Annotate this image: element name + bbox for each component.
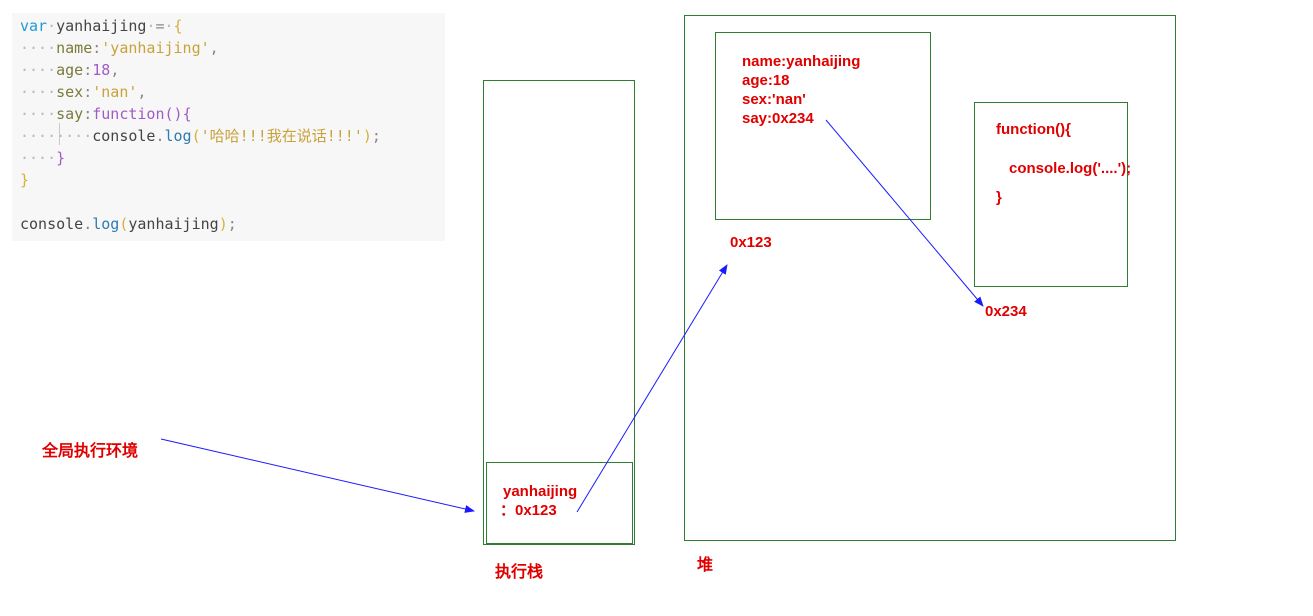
heap-box bbox=[684, 15, 1176, 541]
object-say-line: say:0x234 bbox=[742, 110, 814, 127]
execution-stack-box bbox=[483, 80, 635, 545]
object-age-line: age:18 bbox=[742, 72, 790, 89]
object-address: 0x123 bbox=[730, 234, 772, 251]
function-line-1: function(){ bbox=[996, 121, 1071, 138]
object-sex-line: sex:'nan' bbox=[742, 91, 806, 108]
object-name-line: name:yanhaijing bbox=[742, 53, 861, 70]
global-context-label: 全局执行环境 bbox=[42, 443, 139, 460]
code-line-3: ····age:18, bbox=[20, 61, 120, 79]
heap-object-box bbox=[715, 32, 931, 220]
heap-label: 堆 bbox=[697, 557, 714, 574]
indent-guide bbox=[59, 123, 60, 145]
global-context-arrow bbox=[160, 438, 475, 513]
stack-var-name: yanhaijing bbox=[503, 483, 578, 500]
say-to-function-arrow bbox=[825, 119, 984, 307]
code-line-4: ····sex:'nan', bbox=[20, 83, 147, 101]
function-line-2: console.log('....'); bbox=[1009, 160, 1132, 177]
code-line-5: ····say:function(){ bbox=[20, 105, 192, 123]
code-line-6: ········console.log('哈哈!!!我在说话!!!'); bbox=[20, 127, 381, 145]
function-address: 0x234 bbox=[985, 303, 1027, 320]
code-line-7: ····} bbox=[20, 149, 66, 167]
function-line-3: } bbox=[996, 189, 1002, 206]
execution-stack-label: 执行栈 bbox=[495, 564, 544, 581]
code-line-9: console.log(yanhaijing); bbox=[20, 215, 237, 233]
stack-var-value: ：0x123 bbox=[500, 502, 557, 519]
global-execution-context-box bbox=[486, 462, 633, 544]
stack-to-object-arrow bbox=[576, 264, 728, 513]
code-snippet: var·yanhaijing·=·{ ····name:'yanhaijing'… bbox=[12, 13, 445, 241]
code-line-1: var·yanhaijing·=·{ bbox=[20, 17, 183, 35]
heap-function-box bbox=[974, 102, 1128, 287]
code-line-2: ····name:'yanhaijing', bbox=[20, 39, 219, 57]
code-line-8: } bbox=[20, 171, 30, 189]
